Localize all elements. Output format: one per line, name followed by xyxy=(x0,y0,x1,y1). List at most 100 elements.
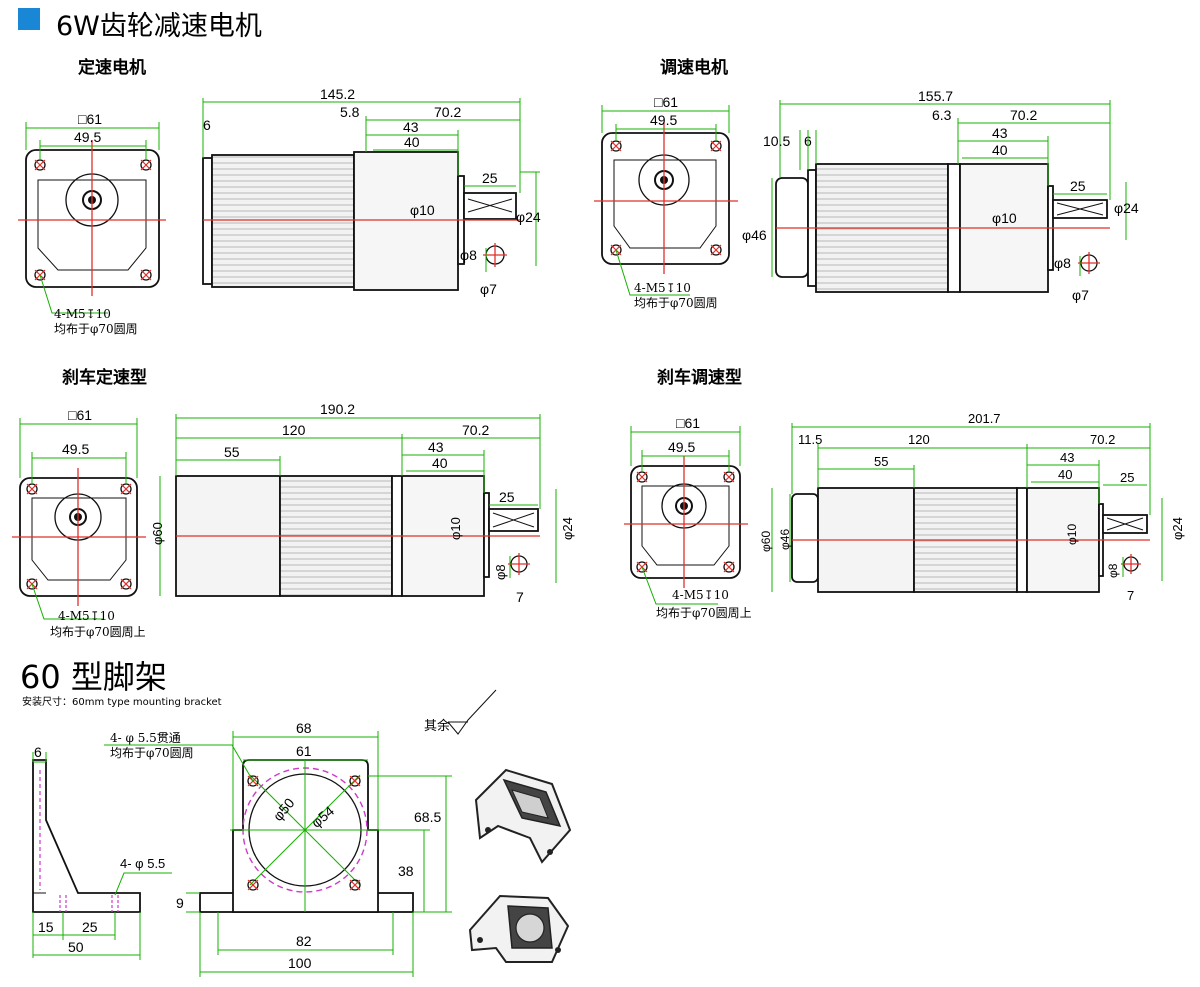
fixed-sq-label: □61 xyxy=(78,111,102,127)
variable-hole-note: 4-M5↧10 xyxy=(634,281,691,295)
brake-variable-phi10: φ10 xyxy=(1065,524,1079,545)
bracket-side-50: 50 xyxy=(68,939,84,955)
brake-fixed-hole-note: 4-M5↧10 xyxy=(58,609,115,623)
variable-len-gear: 70.2 xyxy=(1010,107,1037,123)
bracket-w82: 82 xyxy=(296,933,312,949)
roughness-symbol: 其余 xyxy=(424,689,497,735)
fixed-len-gear: 70.2 xyxy=(434,104,461,120)
brake-variable-phi46: φ46 xyxy=(778,529,792,550)
variable-phi24: φ24 xyxy=(1114,200,1139,216)
section-title-fixed: 定速电机 xyxy=(78,57,146,78)
fixed-shaft-off: 5.8 xyxy=(340,104,360,120)
brake-fixed-brake-len: 55 xyxy=(224,444,240,460)
brake-fixed-d40: 40 xyxy=(432,455,448,471)
brake-fixed-key-h: 7 xyxy=(516,589,524,605)
brake-variable-phi24: φ24 xyxy=(1170,517,1185,540)
brake-fixed-sq-label: □61 xyxy=(68,407,92,423)
bracket-hole-note: 4- φ 5.5贯通 xyxy=(110,731,181,745)
brake-variable-brake-len: 55 xyxy=(874,454,888,469)
fixed-phi10: φ10 xyxy=(410,202,435,218)
bracket-h9: 9 xyxy=(176,895,184,911)
fixed-side-view: 145.2 70.2 5.8 43 40 6 25 φ10 φ24 φ8 φ7 xyxy=(202,86,541,297)
variable-key-w: φ8 xyxy=(1054,255,1071,271)
brake-variable-pcd-note: 均布于φ70圆周上 xyxy=(656,606,752,620)
brake-variable-hole-note: 4-M5↧10 xyxy=(672,588,729,602)
mount-hole-icon xyxy=(247,775,361,891)
variable-rear: 10.5 xyxy=(763,133,790,149)
mount-hole-icon xyxy=(34,159,152,281)
brake-fixed-d43: 43 xyxy=(428,439,444,455)
bracket-side-view: 6 4- φ 5.5 15 25 50 xyxy=(32,744,172,960)
page-title: 6W齿轮减速电机 xyxy=(56,11,262,42)
fixed-key-w: φ8 xyxy=(460,247,477,263)
fixed-pcd-note: 均布于φ70圆周 xyxy=(54,322,138,336)
variable-d43: 43 xyxy=(992,125,1008,141)
variable-key-h: φ7 xyxy=(1072,287,1089,303)
brake-fixed-phi60: φ60 xyxy=(150,522,165,545)
bracket-subtitle: 安装尺寸：60mm type mounting bracket xyxy=(22,695,222,708)
fixed-d43: 43 xyxy=(403,119,419,135)
bracket-title: 60 型脚架 xyxy=(20,658,167,696)
variable-phi46: φ46 xyxy=(742,227,767,243)
brake-fixed-key-w: φ8 xyxy=(493,564,508,580)
brake-fixed-len-motor: 120 xyxy=(282,422,306,438)
bracket-pcd-note: 均布于φ70圆周 xyxy=(110,746,194,760)
bracket-side-25: 25 xyxy=(82,919,98,935)
section-title-variable: 调速电机 xyxy=(660,57,728,78)
variable-front-view: □61 49.5 4-M5↧10 均布于φ70圆周 xyxy=(594,94,738,310)
variable-phi10: φ10 xyxy=(992,210,1017,226)
fixed-hole-note: 4-M5↧10 xyxy=(54,307,111,321)
mount-hole-icon xyxy=(636,471,735,573)
bracket-side-t: 6 xyxy=(34,744,42,760)
bracket-h685: 68.5 xyxy=(414,809,441,825)
brake-variable-rear: 11.5 xyxy=(798,432,822,447)
variable-d40: 40 xyxy=(992,142,1008,158)
brake-variable-pcd-label: 49.5 xyxy=(668,439,695,455)
section-title-brake-variable: 刹车调速型 xyxy=(657,367,742,388)
bracket-h38: 38 xyxy=(398,863,414,879)
brake-variable-len-gear: 70.2 xyxy=(1090,432,1115,447)
brake-fixed-len-total: 190.2 xyxy=(320,401,355,417)
variable-shaft-off: 6.3 xyxy=(932,107,952,123)
section-title-brake-fixed: 刹车定速型 xyxy=(62,367,147,388)
brake-fixed-phi10: φ10 xyxy=(448,517,463,540)
brake-variable-key-h: 7 xyxy=(1127,588,1134,603)
brake-variable-d40: 40 xyxy=(1058,467,1072,482)
brake-fixed-front-view: □61 49.5 4-M5↧10 均布于φ70圆周上 xyxy=(12,407,146,639)
brake-fixed-phi24: φ24 xyxy=(560,517,575,540)
brake-variable-side-view: 201.7 11.5 120 70.2 55 43 40 25 φ60 φ46 … xyxy=(759,411,1185,603)
fixed-key-h: φ7 xyxy=(480,281,497,297)
fixed-shaft-len: 25 xyxy=(482,170,498,186)
variable-shaft-len: 25 xyxy=(1070,178,1086,194)
brake-variable-len-total: 201.7 xyxy=(968,411,1001,426)
bracket-w68: 68 xyxy=(296,720,312,736)
brake-fixed-len-gear: 70.2 xyxy=(462,422,489,438)
bracket-w61: 61 xyxy=(296,743,312,759)
roughness-label: 其余 xyxy=(424,718,450,734)
brake-fixed-shaft-len: 25 xyxy=(499,489,515,505)
fixed-flange: 6 xyxy=(203,117,211,133)
brake-variable-sq-label: □61 xyxy=(676,415,700,431)
brake-variable-front-view: □61 49.5 4-M5↧10 均布于φ70圆周上 xyxy=(624,415,752,620)
variable-sq-label: □61 xyxy=(654,94,678,110)
fixed-front-view: □61 49.5 4-M5↧10 均布于φ70圆周 xyxy=(18,111,166,336)
variable-len-total: 155.7 xyxy=(918,88,953,104)
fixed-phi24: φ24 xyxy=(516,209,541,225)
bracket-3d-view-bottom xyxy=(468,894,570,963)
header-accent-square xyxy=(18,8,40,30)
bracket-side-15: 15 xyxy=(38,919,54,935)
variable-pcd-note: 均布于φ70圆周 xyxy=(634,296,718,310)
fixed-pcd-label: 49.5 xyxy=(74,129,101,145)
brake-variable-shaft-len: 25 xyxy=(1120,470,1134,485)
variable-pcd-label: 49.5 xyxy=(650,112,677,128)
brake-fixed-pcd-label: 49.5 xyxy=(62,441,89,457)
brake-variable-len-motor: 120 xyxy=(908,432,930,447)
fixed-len-total: 145.2 xyxy=(320,86,355,102)
fixed-d40: 40 xyxy=(404,134,420,150)
mount-hole-icon xyxy=(26,483,132,590)
brake-variable-phi60: φ60 xyxy=(759,531,773,552)
variable-side-view: 155.7 70.2 6.3 43 40 10.5 6 25 φ46 φ10 φ… xyxy=(742,88,1139,303)
brake-fixed-pcd-note: 均布于φ70圆周上 xyxy=(50,625,146,639)
bracket-3d-view-top xyxy=(474,768,572,864)
brake-fixed-side-view: 190.2 120 70.2 55 43 40 25 φ60 φ10 φ24 φ… xyxy=(150,401,575,605)
